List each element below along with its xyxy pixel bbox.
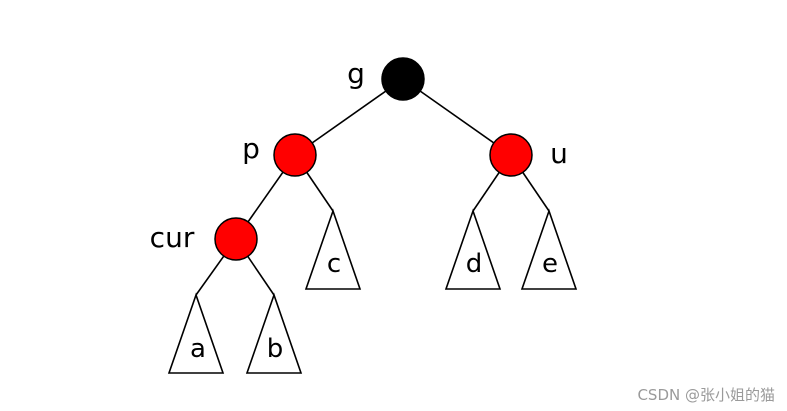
- edge-g-u: [402, 78, 512, 156]
- subtree-d-triangle: [444, 208, 502, 290]
- node-p-label: p: [242, 132, 260, 165]
- subtree-d: d: [444, 208, 502, 290]
- edges: [195, 78, 550, 296]
- node-g-circle: [381, 57, 425, 101]
- node-u-circle: [489, 133, 533, 177]
- subtree-a: a: [167, 292, 225, 374]
- subtree-a-triangle: [167, 292, 225, 374]
- node-u-label: u: [550, 137, 568, 170]
- subtree-b: b: [245, 292, 303, 374]
- node-cur-label: cur: [150, 221, 195, 254]
- subtree-d-label: d: [466, 249, 483, 279]
- subtree-e-label: e: [542, 249, 558, 279]
- subtree-c: c: [304, 208, 362, 290]
- subtree-b-triangle: [245, 292, 303, 374]
- watermark-text: CSDN @张小姐的猫: [637, 386, 775, 404]
- node-p-circle: [273, 133, 317, 177]
- node-g-label: g: [347, 57, 365, 90]
- subtree-e: e: [520, 208, 578, 290]
- node-g: g: [347, 57, 425, 101]
- node-u: u: [489, 133, 568, 177]
- subtree-b-label: b: [267, 334, 284, 364]
- subtree-c-triangle: [304, 208, 362, 290]
- edge-g-p: [294, 78, 404, 156]
- node-cur: cur: [150, 217, 258, 261]
- subtree-e-triangle: [520, 208, 578, 290]
- subtree-c-label: c: [327, 249, 341, 279]
- subtree-a-label: a: [190, 334, 206, 364]
- node-p: p: [242, 132, 317, 177]
- node-cur-circle: [214, 217, 258, 261]
